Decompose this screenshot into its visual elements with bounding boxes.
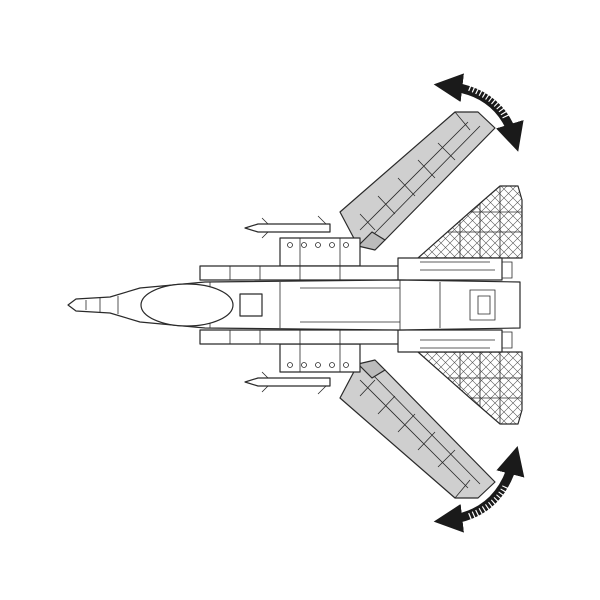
swing-wing-arrow-icon-upper: [433, 73, 524, 152]
intake-block: [199, 237, 401, 281]
fuselage: [67, 279, 521, 331]
swing-wing-arrow-icon-lower: [433, 446, 525, 533]
missile: [244, 215, 331, 239]
upper-half: [199, 111, 523, 281]
lower-half: [199, 329, 523, 499]
canopy: [140, 283, 234, 327]
engine-nacelle: [397, 257, 513, 281]
tail-stabilizer: [417, 185, 523, 259]
